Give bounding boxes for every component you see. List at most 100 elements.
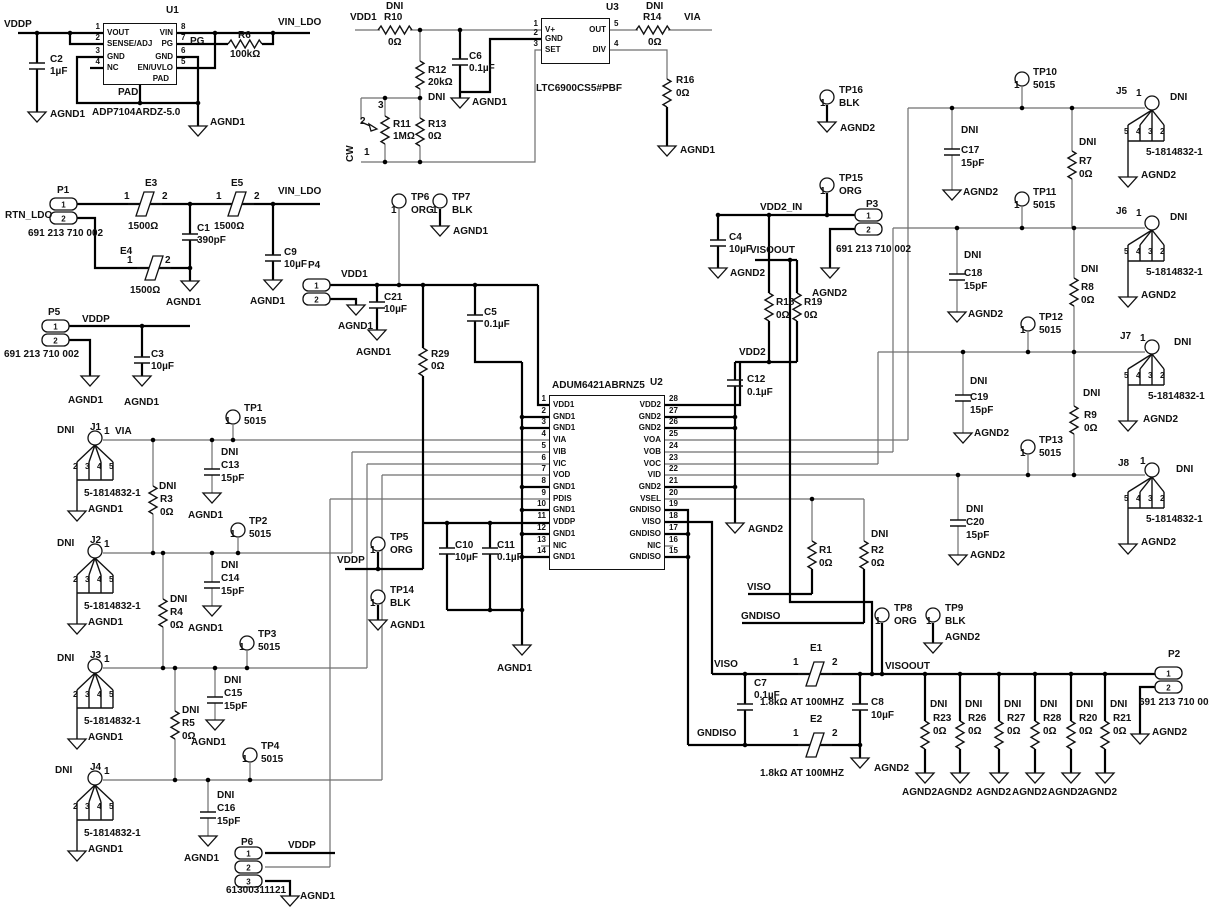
gnd-lbl-c21: AGND1 <box>356 347 392 358</box>
svg-text:2: 2 <box>1160 494 1165 503</box>
net-vdd1-p4: VDD1 <box>341 269 368 280</box>
net-viso-rail: VISO <box>714 659 738 670</box>
u2-pin-15: 15 <box>669 546 678 555</box>
j5-pin1: 1 <box>1136 88 1142 99</box>
c15-ref: C15 <box>224 688 243 699</box>
tp16-ref: TP16 <box>839 85 863 96</box>
tp5-pin: 1 <box>370 545 376 556</box>
gnd-r28 <box>1024 772 1046 784</box>
j4-pin1: 1 <box>104 766 110 777</box>
u2-pinname-25: VOA <box>643 435 661 444</box>
c8-capacitor <box>852 703 868 711</box>
c3-capacitor <box>134 356 150 364</box>
j5-dni: DNI <box>1170 92 1188 103</box>
c18-val: 15pF <box>964 281 988 292</box>
e5-ref: E5 <box>231 178 244 189</box>
c19-val: 15pF <box>970 405 994 416</box>
gnd-c19 <box>952 432 974 444</box>
u2-pin-3: 3 <box>541 417 546 426</box>
j3-part: 5-1814832-1 <box>84 716 141 727</box>
r10-val: 0Ω <box>388 37 402 48</box>
r7-val: 0Ω <box>1079 169 1093 180</box>
tp9-testpoint <box>925 607 941 623</box>
tp11-ref: TP11 <box>1033 187 1057 198</box>
svg-text:5: 5 <box>109 690 114 699</box>
c14-capacitor <box>204 581 220 589</box>
u2-pin-25: 25 <box>669 429 678 438</box>
gnd-tp9 <box>922 642 944 654</box>
gnd-c18 <box>946 311 968 323</box>
u2-pinname-1: VDD1 <box>553 400 575 409</box>
e5-ferrite <box>220 191 254 217</box>
u3-pinname-2: GND <box>545 34 563 43</box>
tp1-val: 5015 <box>244 416 267 427</box>
j5-part: 5-1814832-1 <box>1146 147 1203 158</box>
u2-pin-16: 16 <box>669 535 678 544</box>
tp10-testpoint <box>1014 71 1030 87</box>
gnd-lbl-r21: AGND2 <box>1082 787 1118 798</box>
p5-header: 12 <box>41 319 70 347</box>
c2-val: 1µF <box>50 66 68 77</box>
net-gndiso-stub: GNDISO <box>741 611 781 622</box>
r16-ref: R16 <box>676 75 695 86</box>
gnd-lbl-j2: AGND1 <box>88 617 124 628</box>
j2-part: 5-1814832-1 <box>84 601 141 612</box>
r28-ref: R28 <box>1043 713 1062 724</box>
j5-ref: J5 <box>1116 86 1128 97</box>
p4-header: 12 <box>302 278 331 306</box>
u2-pin-12: 12 <box>537 523 546 532</box>
gnd-u1 <box>187 125 209 137</box>
tp12-pin: 1 <box>1020 325 1026 336</box>
power-wires <box>18 30 1155 896</box>
tp6-testpoint <box>391 193 407 209</box>
net-vdd1-u3: VDD1 <box>350 12 377 23</box>
gnd-lbl-p5: AGND1 <box>68 395 104 406</box>
svg-text:1: 1 <box>246 850 251 859</box>
tp3-val: 5015 <box>258 642 281 653</box>
j4-part: 5-1814832-1 <box>84 828 141 839</box>
c2-ref: C2 <box>50 54 63 65</box>
r21-dni: DNI <box>1110 699 1128 710</box>
svg-text:4: 4 <box>97 462 102 471</box>
c17-ref: C17 <box>961 145 980 156</box>
j3-ref: J3 <box>90 650 102 661</box>
p3-ref: P3 <box>866 199 879 210</box>
u1-pad: PAD <box>152 74 169 83</box>
c10-val: 10µF <box>455 552 478 563</box>
tp15-pin: 1 <box>820 186 826 197</box>
r11-pin1: 1 <box>364 147 370 158</box>
e5-val: 1500Ω <box>214 221 245 232</box>
c19-dni: DNI <box>970 376 988 387</box>
svg-text:2: 2 <box>61 215 66 224</box>
p4-ref: P4 <box>308 260 321 271</box>
tp11-testpoint <box>1014 191 1030 207</box>
u3-part: LTC6900CS5#PBF <box>536 83 622 94</box>
r14-val: 0Ω <box>648 37 662 48</box>
pg-label: PG <box>190 36 205 47</box>
r6-resistor <box>227 38 263 50</box>
gnd-lbl-c6: AGND1 <box>472 97 508 108</box>
r5-val: 0Ω <box>182 731 196 742</box>
gnd-lbl-u2: AGND1 <box>497 663 533 674</box>
c9-capacitor <box>265 254 281 262</box>
tp8-col: ORG <box>894 616 917 627</box>
u2-pinname-7: VOD <box>553 470 571 479</box>
svg-text:4: 4 <box>1136 247 1141 256</box>
u2-pin-1: 1 <box>541 394 546 403</box>
r27-val: 0Ω <box>1007 726 1021 737</box>
c5-capacitor <box>467 314 483 322</box>
c7-capacitor <box>737 703 753 711</box>
r28-dni: DNI <box>1040 699 1058 710</box>
u2-pinname-17: GNDISO <box>629 529 661 538</box>
p6-header: 123 <box>234 846 263 888</box>
p6-part: 61300311121 <box>226 885 287 896</box>
svg-text:4: 4 <box>97 575 102 584</box>
tp6-pin: 1 <box>391 205 397 216</box>
r11-pin2: 2 <box>360 116 366 127</box>
svg-text:2: 2 <box>314 296 319 305</box>
c12-val: 0.1µF <box>747 387 773 398</box>
u3-pin-2: 2 <box>533 28 538 37</box>
svg-text:4: 4 <box>1136 127 1141 136</box>
c5-val: 0.1µF <box>484 319 510 330</box>
